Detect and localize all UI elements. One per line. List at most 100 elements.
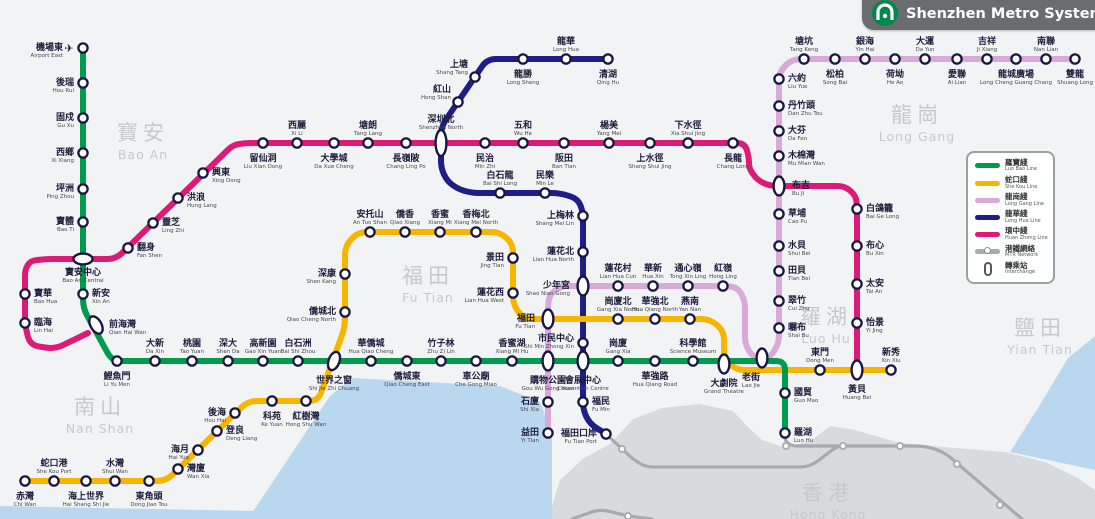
station-shang-mei-lin[interactable] [577,210,589,222]
station-cui-zhu[interactable] [773,295,785,307]
station-an-tuo-shan[interactable] [364,226,376,238]
station-gu-xu[interactable] [77,112,89,124]
station-yin-hai[interactable] [859,53,871,65]
station-hua-qiao-cheng[interactable] [365,355,377,367]
station-ling-zhi[interactable] [147,217,159,229]
interchange-station-shenzhen-north[interactable] [434,128,448,158]
station-bu-xin[interactable] [851,240,863,252]
station-hua-qiang-road[interactable] [649,355,661,367]
station-xiang-mei-north[interactable] [470,226,482,238]
station-da-yun[interactable] [919,53,931,65]
station-li-yu-men[interactable] [111,355,123,367]
interchange-station-grand-theatre[interactable] [717,353,731,375]
station-hung-lang[interactable] [172,192,184,204]
interchange-station-shi-jie-zhi-chuang[interactable] [326,350,343,372]
station-gang-xia-north[interactable] [612,313,624,325]
station-tong-xin-ling[interactable] [682,280,694,292]
station-xia-shui-jing[interactable] [682,137,694,149]
station-deng-liang[interactable] [211,425,223,437]
station-yi-tian[interactable] [542,427,554,439]
station-lian-hua-north[interactable] [577,246,589,258]
station-dan-zhu-tou[interactable] [773,100,785,112]
interchange-station-gou-wu-gong-yuan[interactable] [541,350,555,372]
station-tai-an[interactable] [851,278,863,290]
station-fu-min[interactable] [577,396,589,408]
station-che-gong-miao[interactable] [470,355,482,367]
station-xin-an[interactable] [77,288,89,300]
station-he-ao[interactable] [889,53,901,65]
station-shen-da[interactable] [222,355,234,367]
station-bai-shi-zhou[interactable] [292,355,304,367]
station-gao-xin-yuan[interactable] [257,355,269,367]
station-hua-qiang-north[interactable] [649,313,661,325]
station-xi-xiang[interactable] [77,147,89,159]
interchange-station-qian-hai-wan[interactable] [87,314,106,336]
station-wu-he[interactable] [517,137,529,149]
station-bai-ge-long[interactable] [851,203,863,215]
station-hai-shang-shi-jie[interactable] [80,475,92,487]
station-ai-lian[interactable] [951,53,963,65]
station-jing-tian[interactable] [507,252,519,264]
interchange-station-convention-centre[interactable] [576,350,590,372]
interchange-station-bao-an-central[interactable] [72,252,94,266]
station-lian-hua-cun[interactable] [612,280,624,292]
station-shuang-long[interactable] [1069,53,1081,65]
station-ping-zhou[interactable] [77,183,89,195]
station-chi-wan[interactable] [19,475,31,487]
station-shen-kang[interactable] [339,268,351,280]
station-long-sheng[interactable] [517,53,529,65]
station-qiao-cheng-east[interactable] [401,355,413,367]
station-xi-li[interactable] [291,137,303,149]
station-hou-hai[interactable] [229,407,241,419]
station-mu-mian-wan[interactable] [773,150,785,162]
station-hong-ling[interactable] [717,280,729,292]
station-cao-pu[interactable] [773,208,785,220]
station-xing-dong[interactable] [197,167,209,179]
station-tang-keng[interactable] [798,53,810,65]
station-hua-xin[interactable] [647,280,659,292]
station-xiang-mi[interactable] [434,226,446,238]
station-lian-hua-west[interactable] [507,287,519,299]
station-airport-east[interactable] [77,42,89,54]
station-tian-bei[interactable] [773,265,785,277]
station-ji-xiang[interactable] [981,53,993,65]
station-bao-ti[interactable] [77,216,89,228]
station-shang-tang[interactable] [469,71,481,83]
station-she-kou-port[interactable] [48,475,60,487]
station-tao-yuan[interactable] [186,355,198,367]
station-guo-mao[interactable] [779,387,791,399]
station-hou-rui[interactable] [77,77,89,89]
station-shai-bu[interactable] [773,322,785,334]
station-nan-lian[interactable] [1040,53,1052,65]
interchange-station-huang-bei[interactable] [850,359,864,381]
station-shang-shui-jing[interactable] [644,137,656,149]
station-da-xue-cheng[interactable] [328,137,340,149]
station-qing-hu[interactable] [602,53,614,65]
interchange-station-fu-tian[interactable] [541,308,555,330]
station-hong-shu-wan[interactable] [300,395,312,407]
station-bai-shi-long[interactable] [494,187,506,199]
station-qiao-cheng-north[interactable] [339,306,351,318]
station-shui-bei[interactable] [773,240,785,252]
station-xiang-mi-hu[interactable] [506,355,518,367]
station-min-le[interactable] [539,187,551,199]
station-chang-long[interactable] [727,137,739,149]
station-yang-mei[interactable] [603,137,615,149]
station-dong-men[interactable] [814,364,826,376]
station-tang-lang[interactable] [362,137,374,149]
station-wan-xia[interactable] [172,463,184,475]
station-yan-nan[interactable] [684,313,696,325]
station-hai-yue[interactable] [192,444,204,456]
station-liu-xian-dong[interactable] [257,137,269,149]
station-xin-xiu[interactable] [885,364,897,376]
station-lin-hai[interactable] [19,317,31,329]
station-fu-tian-port[interactable] [600,428,612,440]
station-fan-shen[interactable] [122,242,134,254]
station-liu-yue[interactable] [773,73,785,85]
interchange-station-bu-ji[interactable] [772,175,786,197]
station-bao-hua[interactable] [19,288,31,300]
station-chang-ling-po[interactable] [400,137,412,149]
station-yi-jing[interactable] [851,317,863,329]
station-zhu-zi-lin[interactable] [435,355,447,367]
station-da-xin[interactable] [149,355,161,367]
